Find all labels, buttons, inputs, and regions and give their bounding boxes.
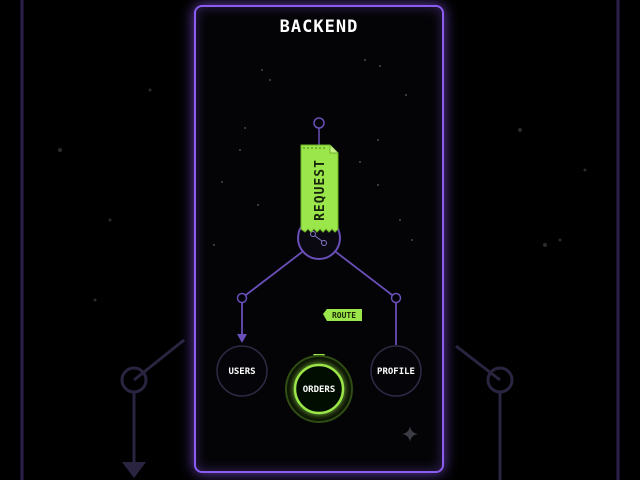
- route-tag-body: [323, 309, 362, 321]
- branch-profile: [331, 248, 397, 345]
- node-users[interactable]: USERS: [216, 345, 268, 397]
- bg-right-branch: [455, 344, 501, 382]
- route-tag: ROUTE: [323, 309, 362, 321]
- node-profile-circle: [370, 345, 422, 397]
- node-profile[interactable]: PROFILE: [370, 345, 422, 397]
- node-users-circle: [216, 345, 268, 397]
- junction-users: [236, 292, 248, 304]
- node-orders-circle: [293, 363, 345, 415]
- panel-title: BACKEND: [279, 17, 359, 37]
- node-users-label: USERS: [228, 367, 255, 377]
- input-port: [313, 117, 325, 129]
- panel-dust: [213, 59, 413, 246]
- request-ticket[interactable]: REQUEST: [300, 144, 339, 233]
- node-profile-label: PROFILE: [377, 367, 415, 377]
- request-label: REQUEST: [313, 159, 328, 221]
- route-label: ROUTE: [332, 311, 356, 320]
- router-hub-icon: [310, 231, 327, 246]
- bg-left-arrow: [122, 462, 146, 478]
- node-orders[interactable]: ORDERS: [285, 355, 353, 423]
- branch-users: [241, 248, 307, 335]
- node-orders-label: ORDERS: [303, 385, 336, 395]
- ticket-perforation: [303, 147, 325, 149]
- sparkle-icon: [402, 426, 418, 442]
- junction-profile: [390, 292, 402, 304]
- ticket-body: [300, 144, 339, 233]
- bg-dust: [58, 88, 587, 302]
- ticket-fold: [329, 145, 338, 154]
- arrow-down-icon: [237, 334, 247, 343]
